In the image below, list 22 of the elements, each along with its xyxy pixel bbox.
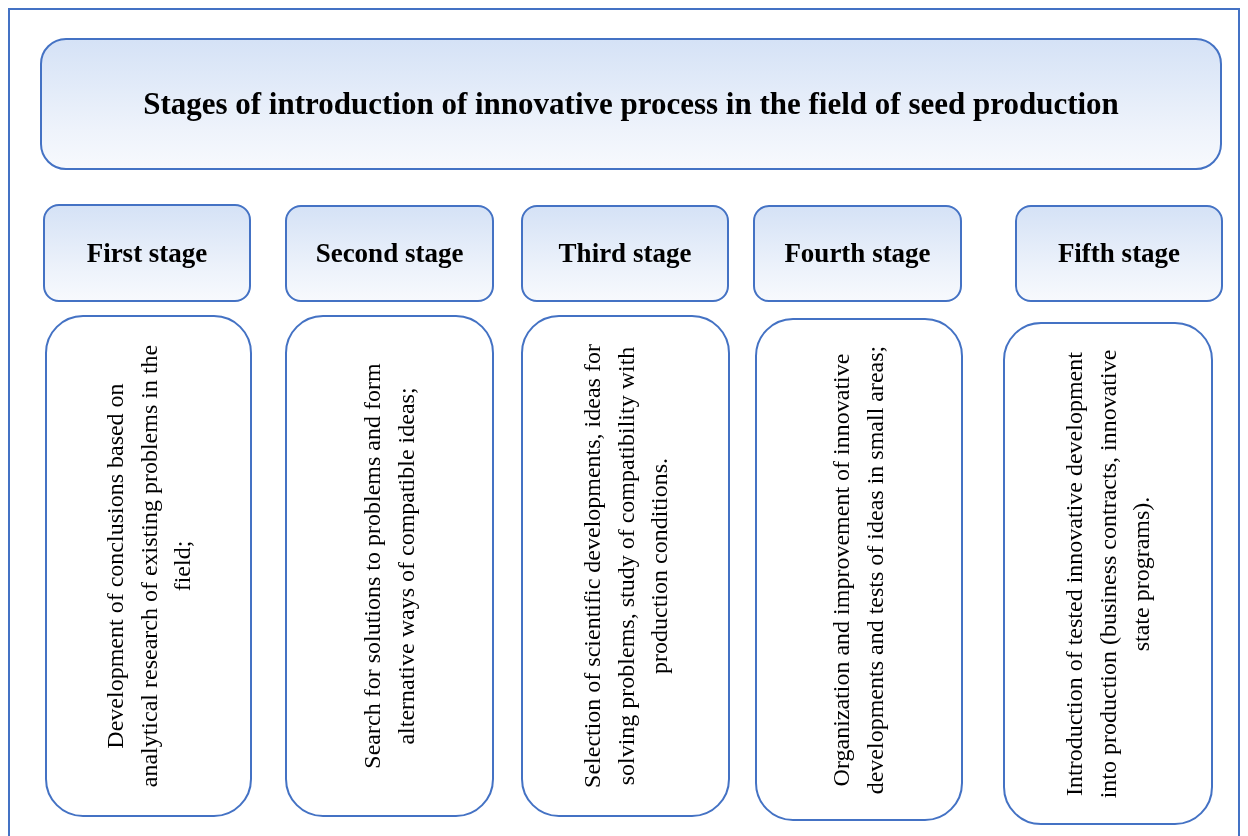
stage-description: Development of conclusions based on analytical research of existing problems in the field; [100, 343, 196, 790]
stage-label: Fifth stage [1056, 237, 1182, 270]
stage-header-box [521, 205, 729, 302]
stage-label: Fourth stage [783, 237, 932, 270]
stage-description: Selection of scientific developments, ideas for solving problems, study of compatibility with production conditions. [577, 343, 673, 790]
title-text: Stages of introduction of innovative process in the field of seed production [142, 84, 1120, 123]
stage-description-box [755, 318, 963, 821]
stage-header-box [753, 205, 962, 302]
stage-label: Second stage [314, 237, 465, 270]
stage-header-box [43, 204, 251, 302]
stage-description-box [285, 315, 494, 817]
title-box [40, 38, 1222, 170]
stage-description-box [45, 315, 252, 817]
stage-header-box [1015, 205, 1223, 302]
stage-description-box [521, 315, 730, 817]
stage-label: Third stage [557, 237, 693, 270]
stage-description-box [1003, 322, 1213, 825]
stage-label: First stage [85, 236, 209, 270]
stage-description: Organization and improvement of innovative developments and tests of ideas in small areas; [827, 344, 889, 796]
stage-description: Search for solutions to problems and form alternative ways of compatible ideas; [357, 362, 420, 771]
stage-header-box [285, 205, 494, 302]
stage-description: Introduction of tested innovative development into production (business contracts, innovative state programs). [1059, 348, 1155, 800]
